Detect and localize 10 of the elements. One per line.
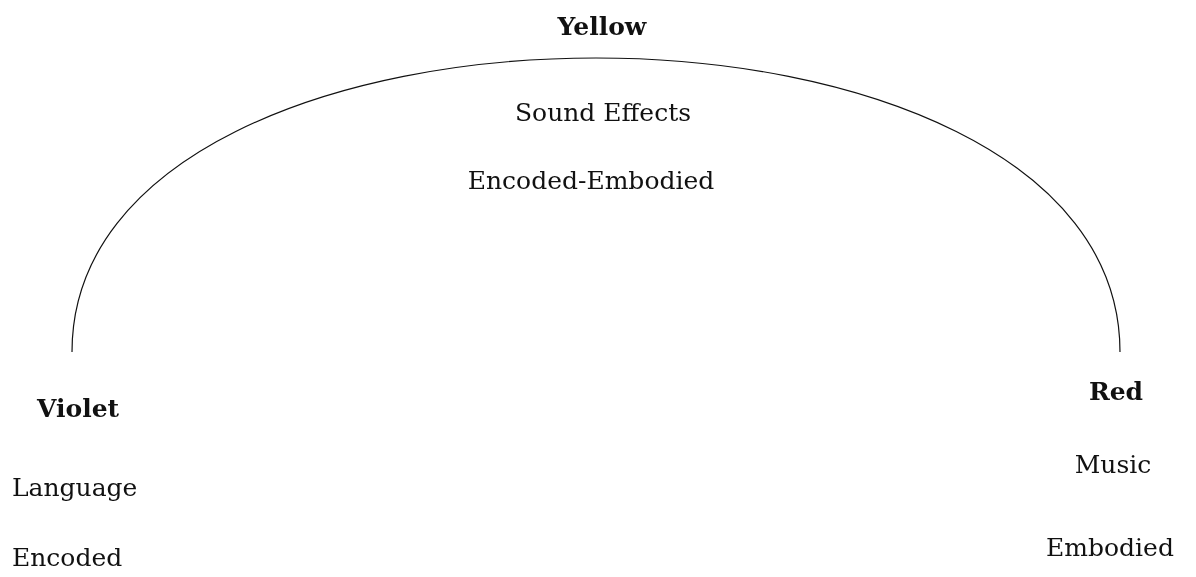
term-text: Embodied xyxy=(1046,533,1174,563)
heading-text: Yellow xyxy=(557,12,647,42)
heading-text: Red xyxy=(1088,377,1144,407)
label-text: Sound Effects xyxy=(515,98,691,128)
arc-connector xyxy=(71,57,1121,353)
label-text: Encoded-Embodied xyxy=(467,166,715,196)
heading-text: Violet xyxy=(37,394,120,424)
term-text: Language xyxy=(12,473,138,503)
term-text: Music xyxy=(1074,450,1152,480)
term-text: Encoded xyxy=(12,543,123,573)
